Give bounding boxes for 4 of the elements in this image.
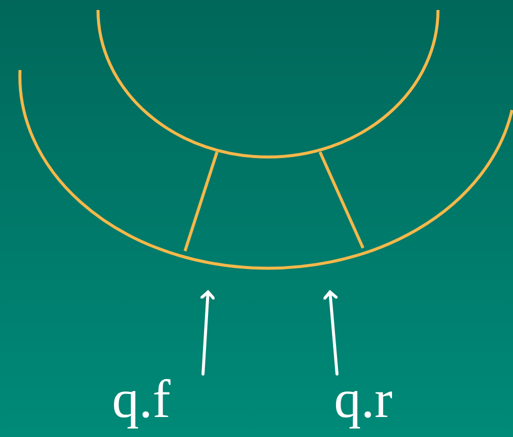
pointer-arrow bbox=[200, 290, 216, 376]
pointer-label: q.f bbox=[112, 372, 170, 426]
pointer-arrow bbox=[323, 290, 338, 376]
pointer-label: q.r bbox=[334, 372, 392, 426]
